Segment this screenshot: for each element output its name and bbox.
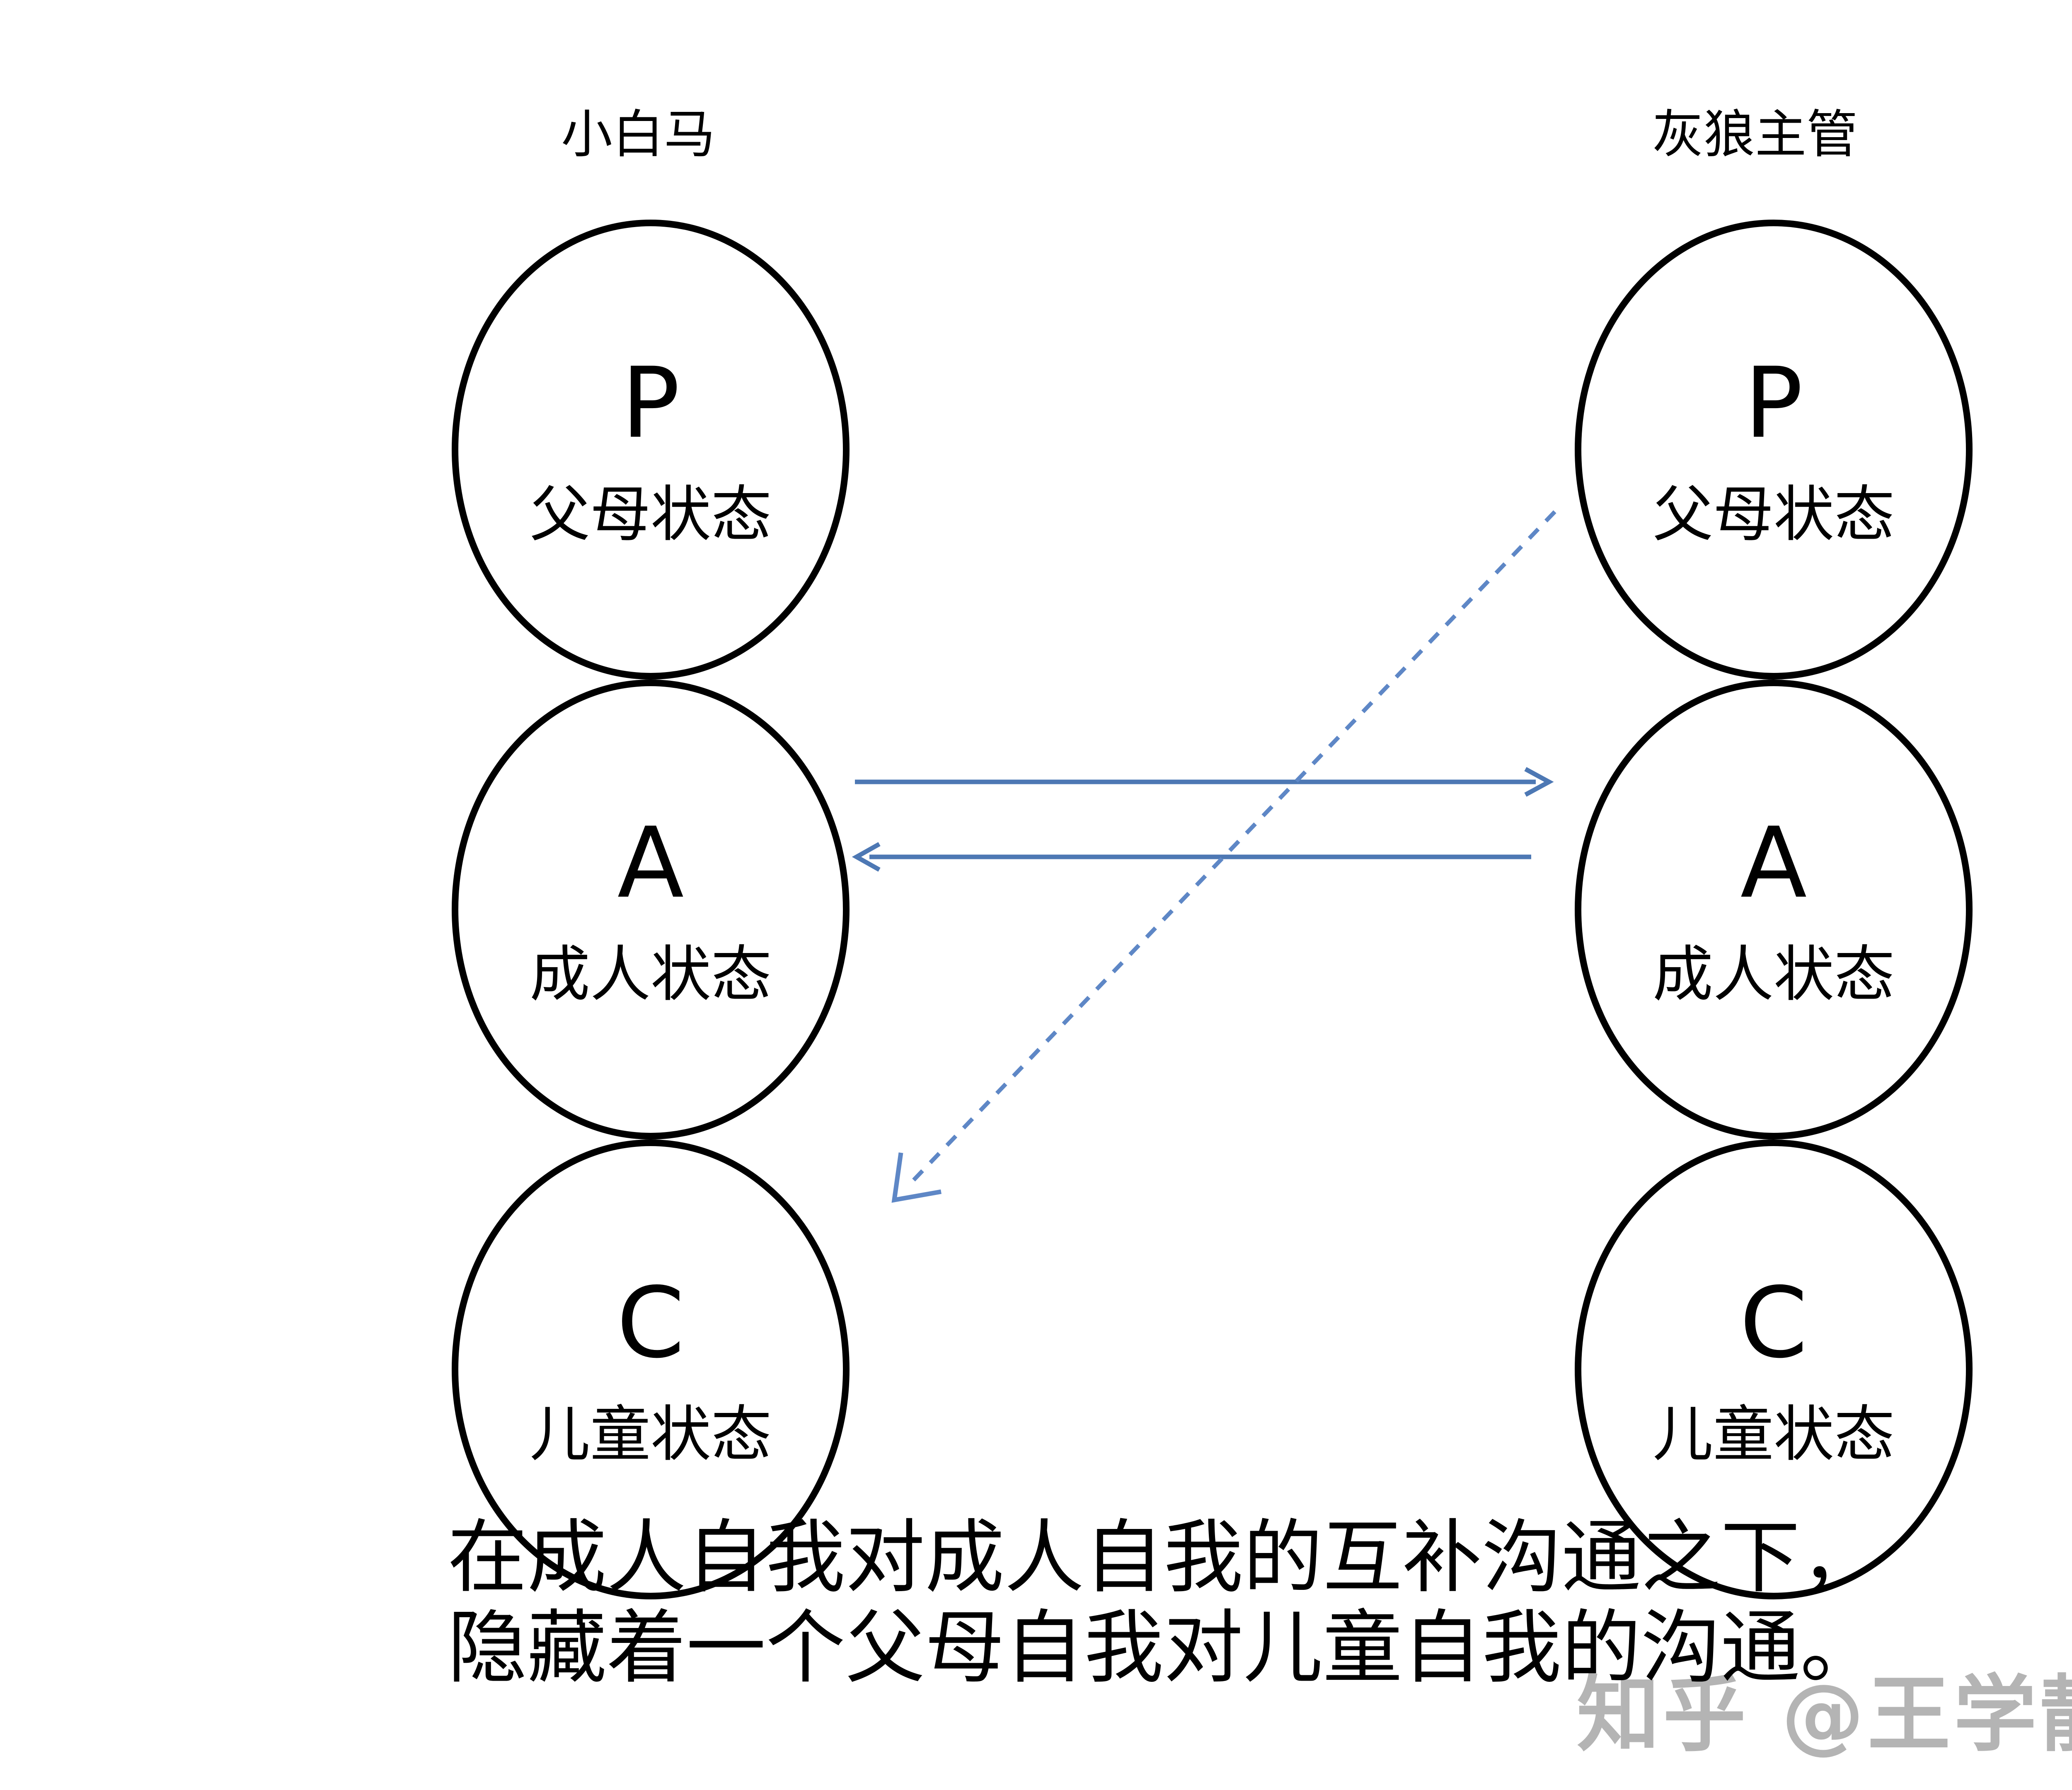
arrowhead-left-icon [852, 842, 881, 872]
ego-state-circle-right-adult: A 成人状态 [1575, 680, 1973, 1139]
person-label-right: 灰狼主管 [1652, 106, 1858, 163]
ego-state-label: 儿童状态 [1653, 1399, 1895, 1470]
ego-state-label: 成人状态 [1653, 939, 1895, 1010]
ego-state-circle-left-adult: A 成人状态 [452, 680, 850, 1139]
ego-state-label: 父母状态 [1653, 479, 1895, 550]
adult-adult-arrow-back [852, 842, 1531, 872]
ego-state-label: 儿童状态 [530, 1399, 772, 1470]
ego-state-label: 父母状态 [530, 479, 772, 550]
ego-state-letter: P [1744, 346, 1803, 460]
watermark: 知乎 @王学静 心理咨询 [1577, 1667, 2072, 1763]
ego-state-circle-right-parent: P 父母状态 [1575, 220, 1973, 680]
arrowhead-down-left-icon [891, 1152, 942, 1203]
person-label-left: 小白马 [561, 106, 715, 163]
ego-state-label: 成人状态 [530, 939, 772, 1010]
ego-state-circle-left-parent: P 父母状态 [452, 220, 850, 680]
caption-line-1: 在成人自我对成人自我的互补沟通之下， [448, 1514, 1880, 1602]
ego-state-letter: A [617, 806, 684, 920]
ego-state-letter: P [621, 346, 680, 460]
ego-state-letter: A [1740, 806, 1807, 920]
adult-adult-arrow-forward [855, 767, 1554, 797]
caption: 在成人自我对成人自我的互补沟通之下， 隐藏着一个父母自我对儿童自我的沟通。 [448, 1513, 1880, 1694]
ego-state-letter: C [616, 1266, 685, 1380]
arrowhead-right-icon [1524, 767, 1554, 797]
caption-line-2: 隐藏着一个父母自我对儿童自我的沟通。 [448, 1604, 1880, 1693]
hidden-transaction-arrow [891, 510, 1556, 1203]
ego-state-letter: C [1739, 1266, 1808, 1380]
